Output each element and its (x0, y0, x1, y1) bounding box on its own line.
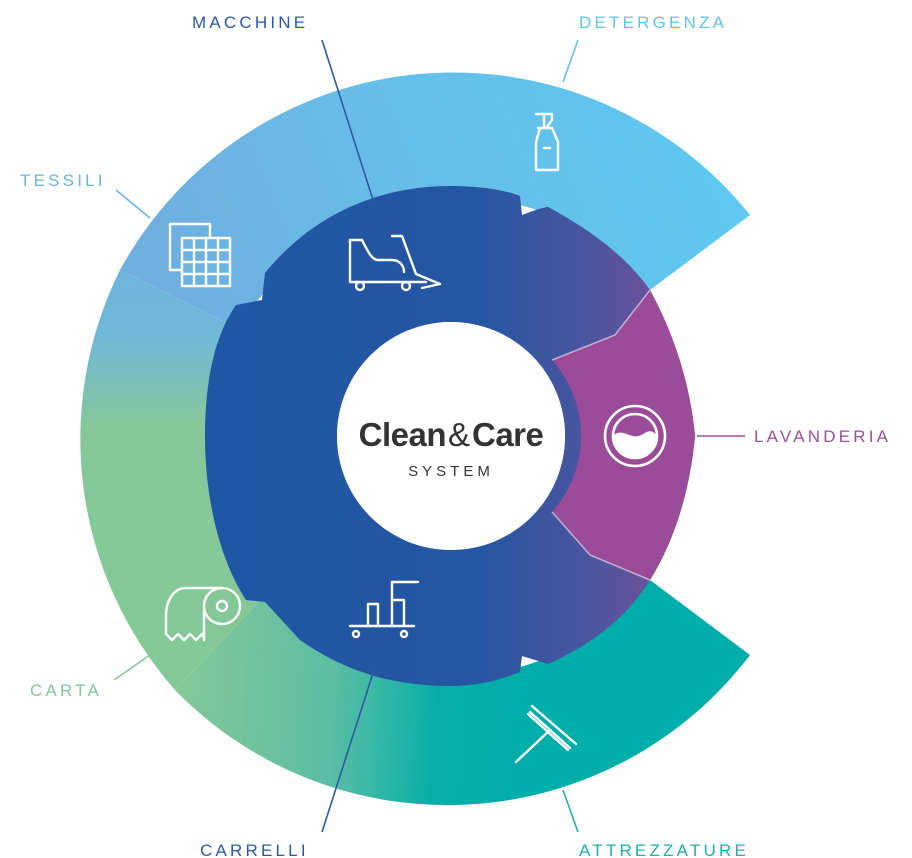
label-carrelli: CARRELLI (200, 841, 309, 858)
leader-line-attrezzature (562, 789, 579, 833)
label-macchine: MACCHINE (192, 13, 308, 32)
label-lavanderia: LAVANDERIA (754, 427, 891, 446)
segment-divider-top (551, 289, 651, 361)
inner-ring (205, 186, 695, 686)
leader-line-carrelli (321, 669, 375, 833)
brand-title: Clean&Care (359, 416, 544, 453)
cleaning-cart-icon (348, 580, 420, 639)
washing-machine-icon (603, 404, 667, 468)
leader-line-tessili (115, 189, 151, 219)
label-attrezzature: ATTREZZATURE (579, 841, 749, 858)
label-carta: CARTA (30, 681, 102, 700)
brand-word-care: Care (472, 416, 544, 453)
label-tessili: TESSILI (20, 171, 106, 190)
brand-ampersand: & (448, 416, 470, 453)
paper-roll-icon (164, 586, 242, 642)
brand-word-clean: Clean (359, 416, 446, 453)
brand-subtitle: SYSTEM (408, 463, 494, 480)
leader-line-detergenza (562, 39, 579, 83)
center-circle (337, 322, 565, 550)
spray-bottle-icon (534, 112, 560, 172)
leader-line-macchine (321, 39, 375, 204)
label-detergenza: DETERGENZA (579, 13, 727, 32)
leader-line-carta (113, 654, 151, 681)
window-squeegee-icon (514, 704, 578, 764)
segment-divider-bottom (551, 511, 651, 581)
cleaning-machine-icon (348, 234, 442, 292)
textile-cloth-icon (168, 222, 232, 288)
